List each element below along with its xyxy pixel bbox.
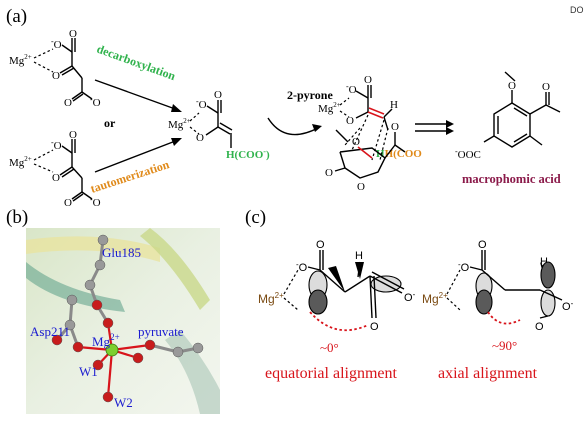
o-minus-left: -O — [296, 260, 308, 274]
protein-render-background — [26, 228, 220, 414]
mg-label: Mg2+ — [92, 332, 120, 349]
o-bottom: O — [370, 321, 379, 333]
o-bottom: O — [64, 97, 72, 109]
o-enolate: O — [346, 115, 354, 127]
o-minus-right: O- — [562, 299, 574, 313]
axial-diagram: Mg2+ -O O H O- O ~90° axial alignment — [422, 239, 574, 382]
transition-state: Mg2+ -O O O H HH(COO O — [318, 74, 422, 193]
o-enolate: O — [196, 132, 204, 144]
decarboxylation-label: decarboxylation — [95, 42, 178, 84]
o-top: O — [316, 239, 325, 251]
mg-label: Mg2+ — [168, 117, 191, 131]
arrow-tautomerization — [94, 139, 179, 173]
o-minus-right: O- — [404, 290, 416, 304]
w1-label: W1 — [79, 364, 98, 379]
w2-label: W2 — [114, 395, 133, 410]
panel-b-label: (b) — [6, 207, 28, 228]
p-orbital-lobe — [540, 261, 556, 289]
macrophomic-acid-structure: O O -OOC — [455, 71, 561, 161]
o-lactone-carbonyl: O — [325, 167, 333, 179]
panel-a: (a) Mg2+ -O O O O -O Mg2+ — [6, 6, 561, 209]
equatorial-caption: equatorial alignment — [265, 365, 398, 382]
o-methoxy: O — [352, 136, 360, 148]
o-top: O — [69, 28, 77, 40]
o-ketone: O — [542, 81, 550, 93]
h-label: H — [355, 250, 363, 262]
panel-c: (c) Mg2+ -O O H O- O — [245, 207, 574, 382]
mg-label: Mg2+ — [318, 101, 341, 115]
o-minus-2: -O — [90, 95, 101, 109]
o-lactone-ring: O — [357, 181, 365, 193]
mg-label: Mg2+ — [9, 53, 32, 67]
or-label: or — [104, 116, 116, 130]
mg-oxaloacetate-bottom: Mg2+ -O O O O -O — [9, 129, 101, 209]
arrow-decarboxylation — [94, 79, 179, 111]
o-minus: -O — [51, 138, 62, 152]
ribbon-yellow — [26, 236, 160, 262]
pyruvate-label: pyruvate — [138, 324, 184, 339]
o-acetyl: O — [391, 121, 399, 133]
panel-a-label: (a) — [6, 6, 27, 27]
o-minus-left: -O — [458, 260, 470, 274]
mg-label: Mg2+ — [9, 155, 32, 169]
reaction-arrow-1 — [267, 117, 319, 136]
p-orbital-lobe — [308, 289, 328, 315]
tautomerization-label: tautomerization — [89, 157, 172, 196]
reagent-label: 2-pyrone — [287, 88, 333, 102]
macrophomic-acid-label: macrophomic acid — [462, 172, 561, 186]
mg-label: Mg2+ — [258, 291, 284, 306]
asp211-label: Asp211 — [30, 324, 70, 339]
mg-enolate-intermediate: Mg2+ -O O O H(COO-) — [168, 89, 270, 161]
h-label: H — [540, 256, 548, 268]
h-label: H — [390, 99, 398, 111]
o-minus-2: -O — [90, 195, 101, 209]
ribbon-olive — [140, 228, 210, 310]
corner-text: DO — [570, 5, 584, 15]
panel-c-label: (c) — [245, 207, 266, 228]
angle-arc — [309, 311, 369, 332]
glu185-label: Glu185 — [102, 245, 141, 260]
mg-ion-sphere — [105, 343, 119, 357]
mg-label: Mg2+ — [422, 291, 448, 306]
equatorial-diagram: Mg2+ -O O H O- O ~0° equatorial — [258, 239, 416, 382]
angle-arc — [487, 311, 521, 325]
o-bottom: O — [64, 197, 72, 209]
ribbon-teal — [26, 262, 125, 312]
o-minus: -O — [196, 97, 207, 111]
axial-caption: axial alignment — [438, 365, 538, 382]
angle-ax-label: ~90° — [492, 338, 517, 353]
o-methoxy: O — [508, 80, 516, 92]
o-top: O — [214, 89, 222, 101]
o-top: O — [69, 129, 77, 141]
angle-eq-label: ~0° — [320, 340, 339, 355]
o-keto: O — [52, 70, 60, 82]
o-minus: -O — [51, 37, 62, 51]
panel-b: (b) — [6, 207, 220, 414]
o-minus: -O — [346, 82, 357, 96]
p-orbital-lobe — [475, 289, 493, 315]
o-bottom: O — [535, 321, 544, 333]
o-top: O — [364, 74, 372, 86]
o-keto: O — [52, 172, 60, 184]
o-top: O — [478, 239, 487, 251]
h-coo-label: H(COO-) — [226, 147, 270, 161]
mg-oxaloacetate-top: Mg2+ -O O O O -O — [9, 28, 101, 109]
ooc-label: -OOC — [455, 147, 481, 161]
